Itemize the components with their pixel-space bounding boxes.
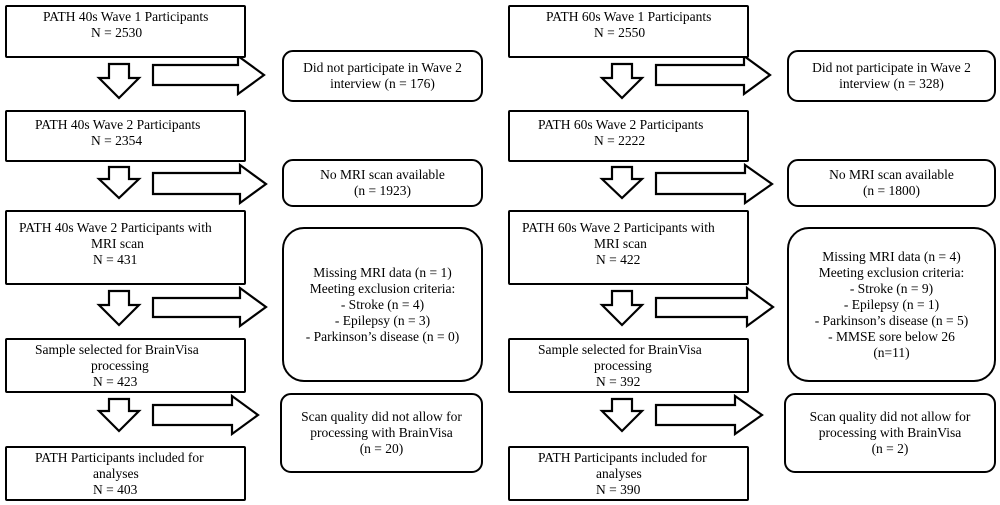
flow-box-wave1: PATH 60s Wave 1 Participants N = 2550 xyxy=(508,5,749,58)
exclusion-box-no-wave2: Did not participate in Wave 2 interview … xyxy=(787,50,996,102)
right-arrow xyxy=(654,285,775,329)
box-line: processing xyxy=(594,358,652,373)
down-arrow xyxy=(96,289,142,327)
box-line: N = 390 xyxy=(596,482,641,497)
flow-box-mri: PATH 40s Wave 2 Participants with MRI sc… xyxy=(5,210,246,285)
flow-box-wave1: PATH 40s Wave 1 Participants N = 2530 xyxy=(5,5,246,58)
down-arrow xyxy=(599,165,645,200)
box-line: interview (n = 176) xyxy=(330,76,435,91)
box-line: No MRI scan available xyxy=(320,167,445,182)
flow-box-analyses: PATH Participants included for analyses … xyxy=(5,446,246,501)
box-line: MRI scan xyxy=(594,236,647,251)
down-arrow xyxy=(599,397,645,433)
box-line: Missing MRI data (n = 4) xyxy=(822,248,961,264)
box-line: Did not participate in Wave 2 xyxy=(812,60,971,75)
box-line: N = 422 xyxy=(596,252,641,267)
exclusion-box-no-mri: No MRI scan available (n = 1800) xyxy=(787,159,996,207)
box-line: Meeting exclusion criteria: xyxy=(309,280,456,296)
exclusion-box-no-mri: No MRI scan available (n = 1923) xyxy=(282,159,483,207)
right-arrow xyxy=(654,393,764,437)
flow-box-brainvisa: Sample selected for BrainVisa processing… xyxy=(5,338,246,393)
flow-box-wave2: PATH 60s Wave 2 Participants N = 2222 xyxy=(508,110,749,162)
box-line: - Parkinson’s disease (n = 0) xyxy=(305,328,460,344)
box-line: MRI scan xyxy=(91,236,144,251)
right-arrow xyxy=(654,53,772,97)
flow-box-brainvisa: Sample selected for BrainVisa processing… xyxy=(508,338,749,393)
box-line: N = 2354 xyxy=(91,133,143,148)
box-line: - Stroke (n = 9) xyxy=(849,280,934,296)
right-arrow xyxy=(151,285,268,329)
box-line: PATH 40s Wave 1 Participants xyxy=(43,9,209,24)
box-line: N = 431 xyxy=(93,252,138,267)
box-line: Sample selected for BrainVisa xyxy=(35,342,199,357)
box-line: analyses xyxy=(93,466,139,481)
box-line: PATH 40s Wave 2 Participants with xyxy=(19,220,212,235)
exclusion-box-scan-quality: Scan quality did not allow for processin… xyxy=(280,393,483,473)
box-line: (n = 20) xyxy=(359,441,404,456)
box-line: Did not participate in Wave 2 xyxy=(303,60,462,75)
box-line: (n = 2) xyxy=(871,441,909,456)
box-line: - Epilepsy (n = 3) xyxy=(334,312,431,328)
box-line: N = 2530 xyxy=(91,25,143,40)
box-line: processing with BrainVisa xyxy=(310,425,453,440)
down-arrow xyxy=(96,397,142,433)
box-line: (n=11) xyxy=(873,344,910,360)
down-arrow xyxy=(96,165,142,200)
box-line: - Parkinson’s disease (n = 5) xyxy=(814,312,969,328)
box-line: - Stroke (n = 4) xyxy=(340,296,425,312)
box-line: processing with BrainVisa xyxy=(818,425,962,440)
exclusion-box-criteria: Missing MRI data (n = 1) Meeting exclusi… xyxy=(282,227,483,382)
box-line: Missing MRI data (n = 1) xyxy=(313,264,452,280)
right-arrow xyxy=(151,393,260,437)
exclusion-box-no-wave2: Did not participate in Wave 2 interview … xyxy=(282,50,483,102)
box-line: processing xyxy=(91,358,149,373)
box-line: analyses xyxy=(596,466,642,481)
down-arrow xyxy=(599,289,645,327)
box-line: N = 423 xyxy=(93,374,138,389)
box-line: (n = 1923) xyxy=(353,183,412,198)
down-arrow xyxy=(96,62,142,100)
box-line: N = 2550 xyxy=(594,25,646,40)
box-line: - Epilepsy (n = 1) xyxy=(843,296,940,312)
down-arrow xyxy=(599,62,645,100)
box-line: PATH 60s Wave 2 Participants with xyxy=(522,220,715,235)
exclusion-box-criteria: Missing MRI data (n = 4) Meeting exclusi… xyxy=(787,227,996,382)
right-arrow xyxy=(151,53,266,97)
box-line: N = 392 xyxy=(596,374,641,389)
right-arrow xyxy=(151,162,268,206)
box-line: PATH Participants included for xyxy=(538,450,707,465)
flow-box-wave2: PATH 40s Wave 2 Participants N = 2354 xyxy=(5,110,246,162)
flow-box-analyses: PATH Participants included for analyses … xyxy=(508,446,749,501)
box-line: PATH 40s Wave 2 Participants xyxy=(35,117,201,132)
right-arrow xyxy=(654,162,774,206)
box-line: interview (n = 328) xyxy=(839,76,944,91)
flow-box-mri: PATH 60s Wave 2 Participants with MRI sc… xyxy=(508,210,749,285)
box-line: - MMSE sore below 26 xyxy=(828,328,955,344)
box-line: (n = 1800) xyxy=(862,183,921,198)
box-line: PATH 60s Wave 2 Participants xyxy=(538,117,704,132)
box-line: N = 2222 xyxy=(594,133,646,148)
exclusion-box-scan-quality: Scan quality did not allow for processin… xyxy=(784,393,996,473)
box-line: Meeting exclusion criteria: xyxy=(818,264,965,280)
box-line: N = 403 xyxy=(93,482,138,497)
box-line: Sample selected for BrainVisa xyxy=(538,342,702,357)
box-line: Scan quality did not allow for xyxy=(301,409,462,424)
box-line: Scan quality did not allow for xyxy=(809,409,971,424)
box-line: PATH Participants included for xyxy=(35,450,204,465)
box-line: PATH 60s Wave 1 Participants xyxy=(546,9,712,24)
box-line: No MRI scan available xyxy=(829,167,954,182)
